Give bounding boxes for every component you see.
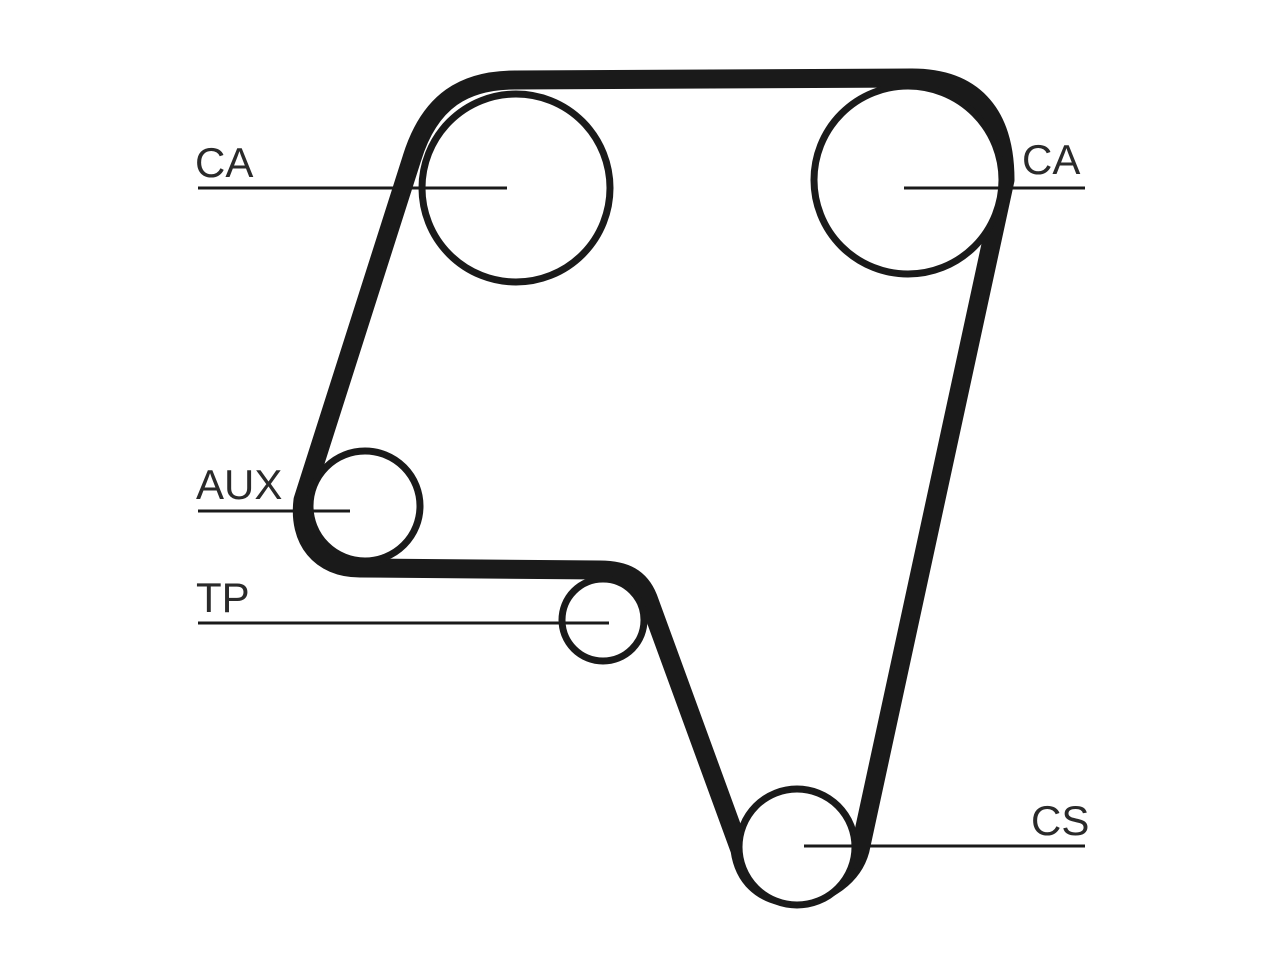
- auxiliary-pulley: [306, 447, 424, 565]
- label-camshaft-left: CA: [195, 139, 253, 186]
- label-tensioner: TP: [196, 574, 250, 621]
- label-auxiliary: AUX: [196, 461, 282, 508]
- camshaft-pulley-right: [810, 82, 1006, 278]
- label-crankshaft: CS: [1031, 797, 1089, 844]
- tensioner-pulley: [558, 575, 648, 665]
- label-camshaft-right: CA: [1022, 136, 1080, 183]
